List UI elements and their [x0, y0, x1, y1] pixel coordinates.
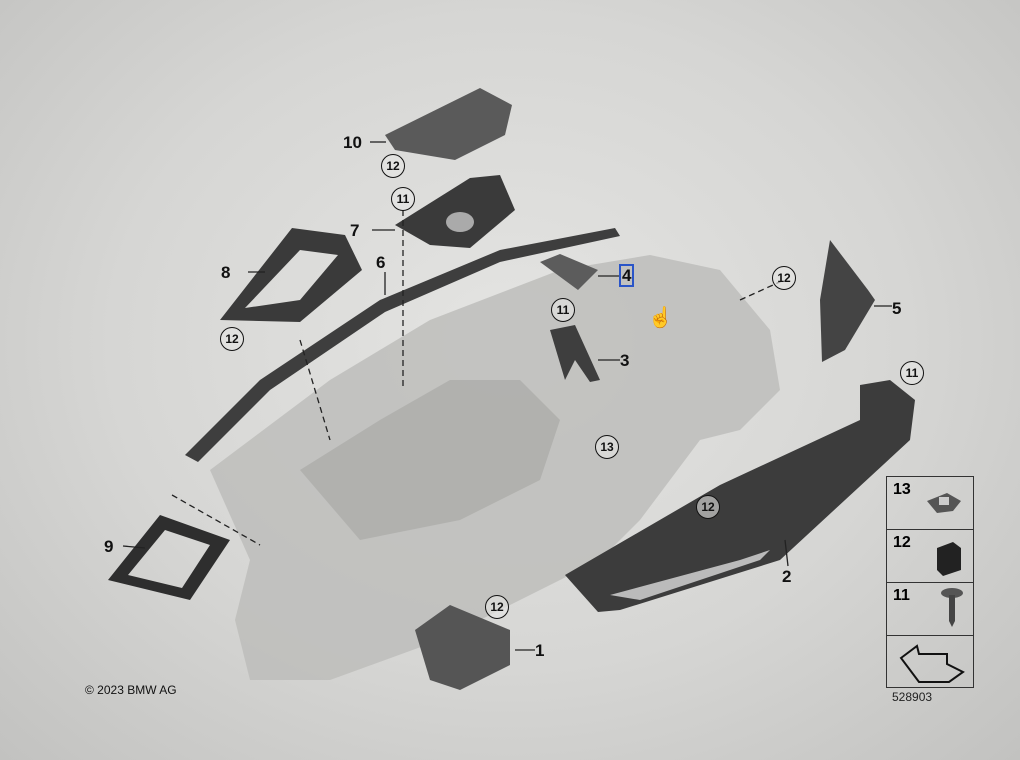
callout-10[interactable]: 10 [343, 133, 362, 152]
part-2-trim-panel [565, 380, 915, 612]
part-10-cover [385, 88, 512, 160]
callout-3[interactable]: 3 [620, 351, 630, 370]
part-8-frame [220, 228, 362, 322]
callout-circle-12[interactable]: 12 [485, 595, 509, 619]
callout-9[interactable]: 9 [104, 537, 114, 556]
callout-5[interactable]: 5 [892, 299, 902, 318]
callout-1[interactable]: 1 [535, 641, 545, 660]
legend-row[interactable]: 12 [887, 530, 973, 583]
clip-nut-icon [937, 542, 961, 576]
callout-circle-12[interactable]: 12 [220, 327, 244, 351]
legend-row[interactable]: 11 [887, 583, 973, 636]
clip-icon [927, 493, 961, 513]
part-3-bracket [550, 325, 600, 382]
callout-circle-11[interactable]: 11 [551, 298, 575, 322]
callout-6[interactable]: 6 [376, 253, 386, 272]
diagram-reference-number: 528903 [892, 690, 933, 704]
callout-7[interactable]: 7 [350, 221, 360, 240]
part-7-bracket [395, 175, 515, 248]
hand-cursor-icon: ☝ [648, 307, 673, 329]
callout-circle-11[interactable]: 11 [391, 187, 415, 211]
legend-row[interactable] [887, 636, 973, 688]
legend-row[interactable]: 13 [887, 477, 973, 530]
callout-2[interactable]: 2 [782, 567, 792, 586]
fastener-legend: 13 12 11 [886, 476, 974, 688]
callout-circle-12[interactable]: 12 [696, 495, 720, 519]
part-1-vent-frame [415, 605, 510, 690]
part-9-frame [108, 515, 230, 600]
copyright: © 2023 BMW AG [85, 683, 177, 697]
callout-4-selected[interactable]: 4 [618, 264, 635, 287]
legend-number: 12 [893, 534, 911, 551]
callout-circle-13[interactable]: 13 [595, 435, 619, 459]
screw-icon [941, 588, 963, 627]
part-4-cover [540, 254, 598, 290]
callout-8[interactable]: 8 [221, 263, 231, 282]
part-5-trim [820, 240, 875, 362]
callout-circle-12[interactable]: 12 [772, 266, 796, 290]
legend-number: 13 [893, 481, 911, 498]
callout-circle-11[interactable]: 11 [900, 361, 924, 385]
legend-number: 11 [893, 587, 910, 604]
callout-circle-12[interactable]: 12 [381, 154, 405, 178]
arrow-forward-icon [899, 644, 965, 683]
